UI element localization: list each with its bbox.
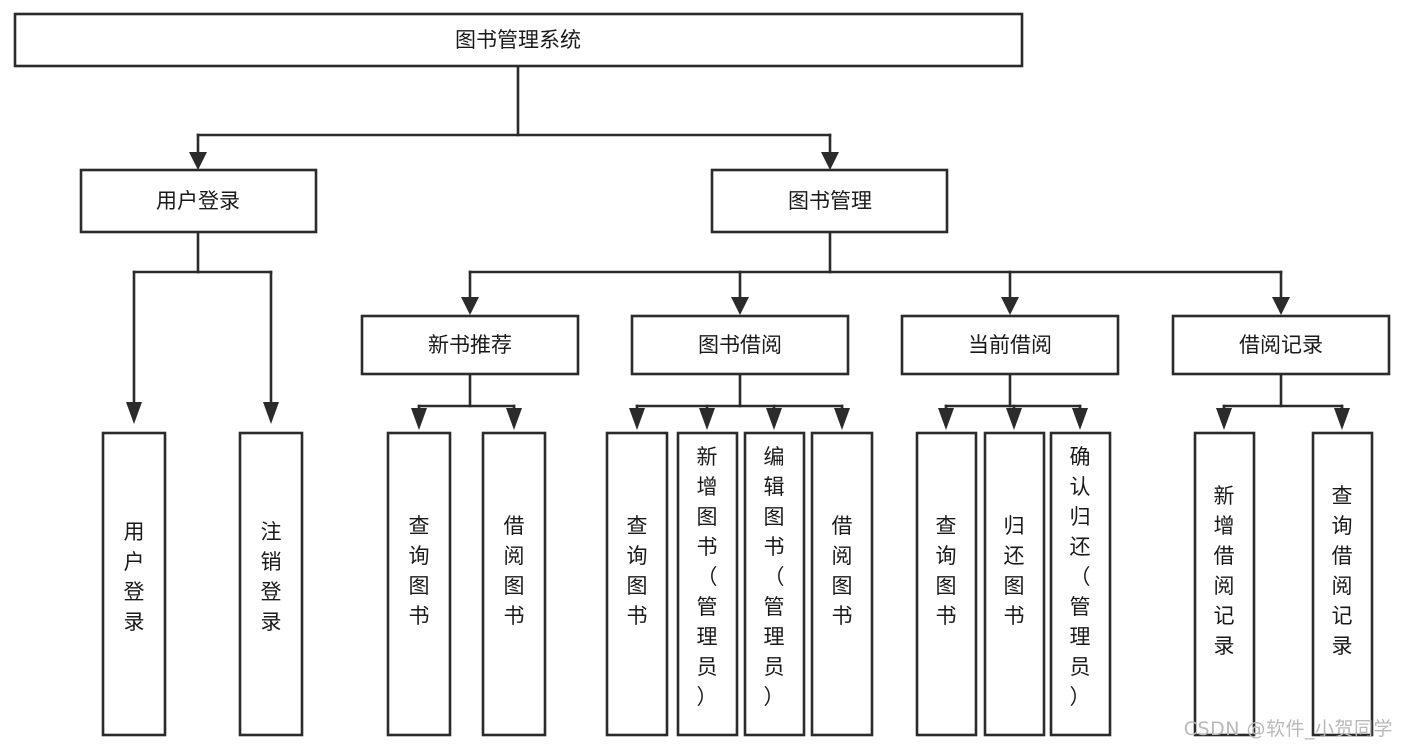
node-leaf-user-login-box[interactable] (101, 431, 167, 737)
node-book-manage-box[interactable] (710, 168, 949, 234)
arrow-book-borrow (731, 297, 749, 315)
arrow-current-borrow (1001, 297, 1019, 315)
node-leaf-borrow-book-2[interactable]: 借阅图书 (810, 431, 874, 737)
arrow-leaf-user-login (126, 402, 142, 424)
node-current-borrow-label: 当前借阅 (968, 333, 1052, 357)
node-leaf-query-book-2[interactable]: 查询图书 (605, 431, 669, 737)
node-leaf-query-book-1-box[interactable] (386, 431, 452, 737)
node-leaf-borrow-book-1-label: 借阅图书 (504, 514, 525, 628)
arrow-leaf-borrow-book-1 (506, 408, 522, 430)
node-leaf-edit-book-box[interactable] (743, 431, 806, 737)
node-leaf-user-login[interactable]: 用户登录 (101, 431, 167, 737)
node-user-login-label: 用户登录 (156, 189, 240, 213)
arrow-leaf-query-book-1 (411, 408, 427, 430)
arrow-leaf-confirm-return (1072, 408, 1088, 430)
node-leaf-user-logout[interactable]: 注销登录 (238, 431, 304, 737)
node-leaf-return-book[interactable]: 归还图书 (983, 431, 1046, 737)
node-leaf-query-book-2-box[interactable] (605, 431, 669, 737)
node-leaf-edit-book-label: 编辑图书（管理员） (764, 445, 785, 709)
node-current-borrow[interactable]: 当前借阅 (900, 314, 1120, 376)
node-book-borrow-box[interactable] (630, 314, 850, 376)
node-current-borrow-box[interactable] (900, 314, 1120, 376)
node-leaf-user-logout-label: 注销登录 (261, 520, 282, 634)
node-leaf-user-logout-box[interactable] (238, 431, 304, 737)
arrow-leaf-query-record (1334, 408, 1350, 430)
node-leaf-confirm-return[interactable]: 确认归还（管理员） (1049, 431, 1112, 737)
node-borrow-record-box[interactable] (1171, 314, 1391, 376)
node-root-label: 图书管理系统 (455, 28, 581, 52)
arrow-new-book-recommend (461, 297, 479, 315)
node-leaf-borrow-book-1-box[interactable] (481, 431, 547, 737)
node-leaf-return-book-label: 归还图书 (1004, 514, 1025, 628)
node-leaf-confirm-return-label: 确认归还（管理员） (1070, 445, 1091, 709)
arrow-leaf-add-record (1216, 408, 1232, 430)
node-book-manage-label: 图书管理 (788, 189, 872, 213)
node-leaf-add-record[interactable]: 新增借阅记录 (1193, 431, 1256, 737)
arrow-leaf-edit-book (766, 408, 782, 430)
node-new-book-recommend[interactable]: 新书推荐 (360, 314, 580, 376)
node-leaf-borrow-book-2-box[interactable] (810, 431, 874, 737)
node-borrow-record[interactable]: 借阅记录 (1171, 314, 1391, 376)
connector-layer (126, 64, 1350, 430)
node-user-login[interactable]: 用户登录 (79, 168, 318, 234)
arrow-leaf-add-book (699, 408, 715, 430)
node-leaf-borrow-book-2-label: 借阅图书 (832, 514, 853, 628)
node-leaf-add-book[interactable]: 新增图书（管理员） (676, 431, 739, 737)
node-leaf-query-book-2-label: 查询图书 (627, 514, 648, 628)
node-root[interactable]: 图书管理系统 (13, 12, 1024, 68)
node-leaf-query-record[interactable]: 查询借阅记录 (1311, 431, 1374, 737)
arrow-leaf-borrow-book-2 (834, 408, 850, 430)
arrow-user-login (189, 152, 207, 170)
arrow-leaf-return-book (1006, 408, 1022, 430)
node-leaf-borrow-book-1[interactable]: 借阅图书 (481, 431, 547, 737)
node-user-login-box[interactable] (79, 168, 318, 234)
node-root-box[interactable] (13, 12, 1024, 68)
node-leaf-user-login-label: 用户登录 (124, 520, 145, 634)
node-leaf-query-book-1-label: 查询图书 (409, 514, 430, 628)
node-leaf-query-record-label: 查询借阅记录 (1332, 484, 1353, 658)
node-leaf-add-record-box[interactable] (1193, 431, 1256, 737)
node-leaf-query-book-3-box[interactable] (915, 431, 978, 737)
node-new-book-recommend-label: 新书推荐 (428, 333, 512, 357)
node-leaf-query-book-3[interactable]: 查询图书 (915, 431, 978, 737)
node-book-borrow-label: 图书借阅 (698, 333, 782, 357)
arrow-leaf-query-book-2 (629, 408, 645, 430)
arrow-leaf-user-logout (263, 402, 279, 424)
node-leaf-return-book-box[interactable] (983, 431, 1046, 737)
node-leaf-add-record-label: 新增借阅记录 (1214, 484, 1235, 658)
arrow-borrow-record (1272, 297, 1290, 315)
node-leaf-query-book-1[interactable]: 查询图书 (386, 431, 452, 737)
node-new-book-recommend-box[interactable] (360, 314, 580, 376)
node-leaf-edit-book[interactable]: 编辑图书（管理员） (743, 431, 806, 737)
arrow-leaf-query-book-3 (938, 408, 954, 430)
node-leaf-query-book-3-label: 查询图书 (936, 514, 957, 628)
node-borrow-record-label: 借阅记录 (1239, 333, 1323, 357)
node-book-borrow[interactable]: 图书借阅 (630, 314, 850, 376)
node-leaf-add-book-label: 新增图书（管理员） (697, 445, 718, 709)
arrow-book-manage (821, 152, 839, 170)
node-leaf-query-record-box[interactable] (1311, 431, 1374, 737)
node-leaf-confirm-return-box[interactable] (1049, 431, 1112, 737)
node-book-manage[interactable]: 图书管理 (710, 168, 949, 234)
node-leaf-add-book-box[interactable] (676, 431, 739, 737)
